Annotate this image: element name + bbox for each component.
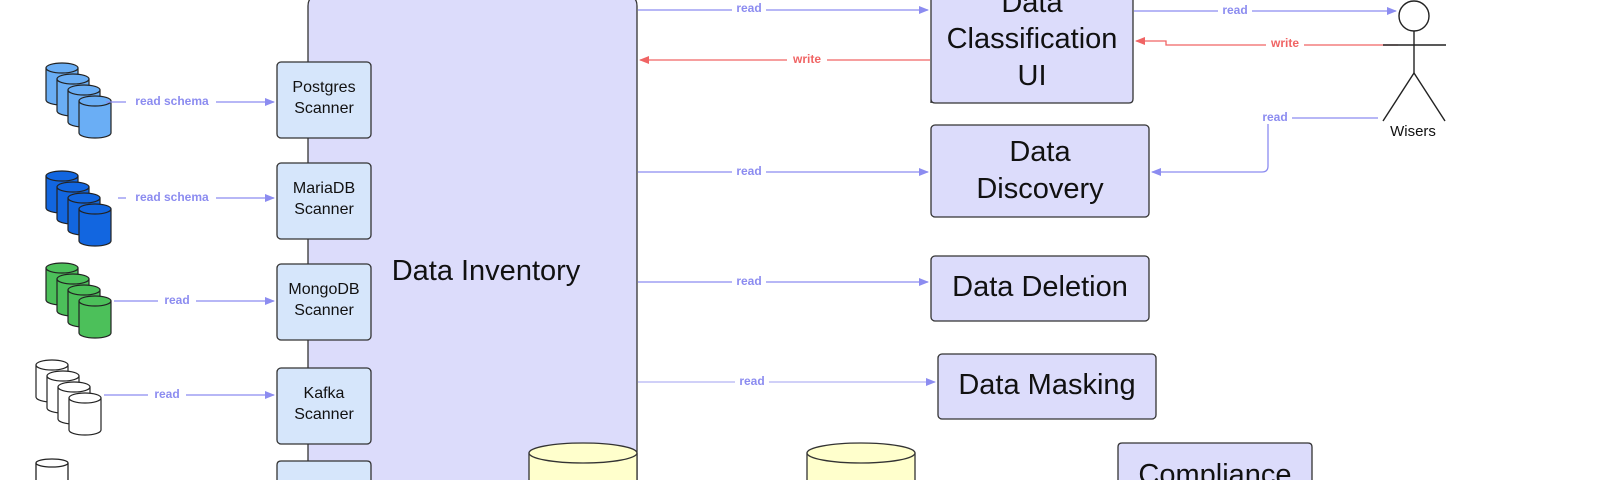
- service-label: UI: [1018, 60, 1047, 92]
- edge-actor-to-classification: write: [1135, 36, 1398, 51]
- cylinder-cap: [78, 95, 112, 107]
- edge-label: read: [164, 293, 189, 307]
- edge-inventory-to-masking: read: [638, 373, 936, 388]
- cylinder-body: [78, 209, 112, 247]
- cylinder-cap: [57, 381, 91, 393]
- edge-label: read schema: [135, 190, 209, 204]
- mariadb-database-icon: [45, 170, 112, 247]
- edge-label: read: [736, 274, 761, 288]
- edge-classification-to-actor: read: [1134, 2, 1397, 17]
- cylinder-cap: [56, 73, 90, 85]
- cylinder-cap: [67, 84, 101, 96]
- service-label: Discovery: [976, 173, 1104, 205]
- cylinder-body: [78, 101, 112, 139]
- service-label: Compliance: [1138, 459, 1291, 480]
- edge-label: read: [736, 164, 761, 178]
- edge-label: read: [1262, 110, 1287, 124]
- scanner-label: Postgres: [292, 79, 355, 96]
- edge-label: read schema: [135, 94, 209, 108]
- kafka-scanner-box: Kafka Scanner: [276, 367, 372, 445]
- mongodb-scanner-box: MongoDB Scanner: [276, 263, 372, 341]
- edge-mariadb-read: read schema: [118, 190, 275, 205]
- service-label: Classification: [947, 23, 1118, 55]
- edge-label: read: [154, 387, 179, 401]
- scanner-label: Scanner: [294, 406, 354, 423]
- data-deletion-box: Data Deletion: [930, 255, 1150, 322]
- edge-mongodb-read: read: [114, 293, 275, 308]
- scanner-label: Scanner: [294, 201, 354, 218]
- cylinder-cap: [45, 62, 79, 74]
- database-icon: [35, 458, 69, 480]
- kafka-topic-icon: [35, 359, 102, 436]
- storage-icon: [528, 442, 638, 480]
- actor-label: Wisers: [1390, 123, 1436, 140]
- edge-label: read: [736, 1, 761, 15]
- edge-label: read: [1222, 3, 1247, 17]
- data-inventory-box: Data Inventory: [307, 0, 638, 480]
- postgres-database-icon: [45, 62, 112, 139]
- mongodb-database-icon: [45, 262, 112, 339]
- scanner-label: MongoDB: [288, 281, 359, 298]
- service-label: Data: [1009, 136, 1071, 168]
- wisers-actor-icon: [1382, 0, 1446, 122]
- edge-inventory-to-discovery: read: [638, 163, 929, 178]
- scanner-box: [276, 460, 372, 480]
- cylinder-body: [68, 398, 102, 436]
- edge-inventory-to-deletion: read: [638, 273, 929, 288]
- data-discovery-box: Data Discovery: [930, 124, 1150, 218]
- data-masking-box: Data Masking: [937, 353, 1157, 420]
- cylinder-cap: [45, 262, 79, 274]
- cylinder-cap: [35, 359, 69, 371]
- mariadb-scanner-box: MariaDB Scanner: [276, 162, 372, 240]
- cylinder-cap: [46, 370, 80, 382]
- cylinder-cap: [45, 170, 79, 182]
- data-classification-ui-box: Data Classification UI: [930, 0, 1134, 104]
- cylinder-cap: [56, 181, 90, 193]
- compliance-box: Compliance: [1117, 442, 1313, 480]
- edge-inventory-to-classification: read: [638, 1, 929, 16]
- cylinder-cap: [68, 392, 102, 404]
- scanner-label: MariaDB: [293, 180, 355, 197]
- cylinder-body: [78, 301, 112, 339]
- cylinder-cap: [56, 273, 90, 285]
- edge-label: write: [792, 52, 821, 66]
- storage-icon: [806, 442, 916, 480]
- postgres-scanner-box: Postgres Scanner: [276, 61, 372, 139]
- cylinder-cap: [67, 284, 101, 296]
- edge-kafka-read: read: [104, 387, 275, 402]
- edge-label: read: [739, 374, 764, 388]
- scanner-label: Scanner: [294, 100, 354, 117]
- cylinder-cap: [67, 192, 101, 204]
- scanner-label: Kafka: [304, 385, 345, 402]
- edge-label: write: [1270, 36, 1299, 50]
- data-inventory-label: Data Inventory: [392, 255, 581, 287]
- edge-actor-to-discovery: read: [1151, 109, 1378, 176]
- edge-postgres-read: read schema: [106, 94, 275, 109]
- edge-classification-to-inventory: write: [639, 51, 930, 66]
- service-label: Data: [1001, 0, 1063, 19]
- service-label: Data Masking: [958, 369, 1135, 401]
- service-label: Data Deletion: [952, 271, 1128, 303]
- cylinder-cap: [78, 203, 112, 215]
- cylinder-cap: [78, 295, 112, 307]
- scanner-label: Scanner: [294, 302, 354, 319]
